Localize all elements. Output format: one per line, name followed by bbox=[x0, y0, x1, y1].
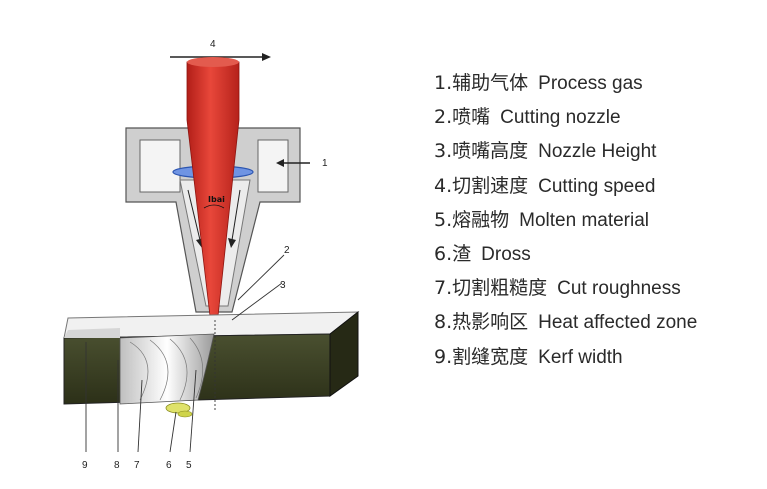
workpiece bbox=[63, 310, 360, 405]
legend-en: Cut roughness bbox=[557, 278, 681, 300]
legend-zh: 1.辅助气体 bbox=[434, 72, 529, 94]
legend-en: Kerf width bbox=[538, 346, 623, 368]
leader-lines bbox=[85, 254, 285, 453]
legend-item-cut-roughness: 7.切割粗糙度 Cut roughness bbox=[434, 271, 697, 305]
legend-en: Process gas bbox=[538, 73, 643, 94]
legend-en: Cutting speed bbox=[538, 175, 656, 197]
legend-item-nozzle-height: 3.喷嘴高度 Nozzle Height bbox=[434, 134, 697, 168]
legend-item-cutting-speed: 4.切割速度 Cutting speed bbox=[434, 169, 697, 203]
legend-zh: 7.切割粗糙度 bbox=[434, 277, 548, 300]
legend-zh: 3.喷嘴高度 bbox=[434, 140, 529, 163]
legend-item-kerf-width: 9.割缝宽度 Kerf width bbox=[434, 340, 697, 374]
legend-zh: 6.渣 bbox=[434, 242, 472, 265]
callout-1: 1 bbox=[322, 158, 328, 169]
legend-en: Heat affected zone bbox=[538, 312, 698, 334]
inner-label: Ibai bbox=[208, 195, 225, 204]
legend-en: Cutting nozzle bbox=[500, 107, 621, 129]
legend-zh: 5.熔融物 bbox=[434, 208, 510, 231]
legend-zh: 8.热影响区 bbox=[434, 311, 529, 334]
callout-7: 7 bbox=[134, 460, 140, 471]
callout-5: 5 bbox=[186, 460, 192, 471]
callout-6: 6 bbox=[166, 460, 172, 471]
legend-zh: 2.喷嘴 bbox=[434, 106, 491, 129]
legend-item-process-gas: 1.辅助气体 Process gas bbox=[434, 66, 697, 100]
legend-item-heat-affected-zone: 8.热影响区 Heat affected zone bbox=[434, 305, 697, 339]
callout-3: 3 bbox=[280, 280, 286, 291]
laser-cutting-diagram: Ibai 4 1 2 3 bbox=[63, 39, 360, 471]
dross bbox=[165, 402, 193, 418]
legend-zh: 9.割缝宽度 bbox=[434, 345, 529, 368]
legend-en: Dross bbox=[481, 243, 531, 265]
legend-item-dross: 6.渣 Dross bbox=[434, 237, 697, 271]
process-gas-arrow bbox=[276, 159, 310, 167]
callout-9: 9 bbox=[82, 460, 88, 471]
legend-en: Molten material bbox=[519, 209, 650, 231]
legend: 1.辅助气体 Process gas 2.喷嘴 Cutting nozzle 3.喷… bbox=[434, 66, 697, 374]
legend-en: Nozzle Height bbox=[538, 141, 657, 163]
callout-8: 8 bbox=[114, 460, 120, 471]
cutting-speed-arrow bbox=[170, 53, 271, 61]
legend-item-molten-material: 5.熔融物 Molten material bbox=[434, 203, 697, 237]
legend-zh: 4.切割速度 bbox=[434, 174, 529, 197]
callout-4: 4 bbox=[210, 39, 216, 50]
legend-item-cutting-nozzle: 2.喷嘴 Cutting nozzle bbox=[434, 100, 697, 134]
callout-2: 2 bbox=[284, 245, 290, 256]
